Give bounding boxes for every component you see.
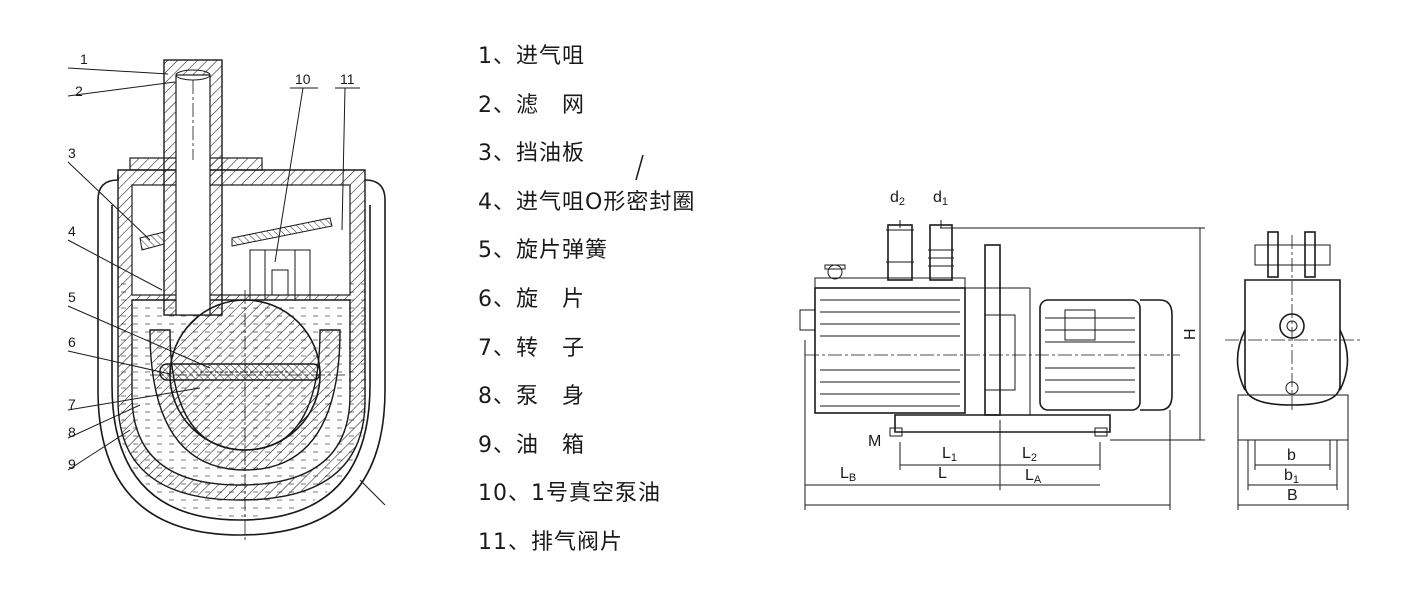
label-L: L [938,465,947,482]
callout-6: 6 [68,334,76,350]
label-LA: LA [1025,467,1042,486]
pump-side-view: d2 d1 H M L1 L2 L LB LA [799,189,1205,510]
pump-end-view: b b1 B [1225,231,1360,510]
outlet-pipe-d2 [887,224,913,281]
parts-list-item-6: 6、旋 片 [478,286,585,312]
callout-1: 1 [80,51,88,67]
parts-list-item-9: 9、油 箱 [478,432,585,458]
parts-list-item-3: 3、挡油板 [478,141,585,167]
label-d1: d1 [933,189,948,208]
pump-housing [814,287,966,414]
callout-3: 3 [68,145,76,161]
pump-section-view: 1 2 3 4 5 6 7 8 9 10 11 [67,51,386,540]
callout-8: 8 [68,424,76,440]
callout-11: 11 [340,71,355,87]
parts-list-item-8: 8、泵 身 [478,384,585,410]
callout-4: 4 [68,223,76,239]
label-B: B [1287,487,1298,504]
parts-list-item-4: 4、进气咀O形密封圈 [478,189,696,215]
parts-list-item-10: 10、1号真空泵油 [478,481,661,507]
base [894,414,1111,433]
label-L1: L1 [942,445,957,464]
parts-list-item-2: 2、滤 网 [478,92,585,118]
parts-list-item-11: 11、排气阀片 [478,529,623,555]
callout-10: 10 [295,71,311,87]
callout-9: 9 [68,456,76,472]
parts-list-item-5: 5、旋片弹簧 [478,238,608,264]
parts-list-item-7: 7、转 子 [478,335,585,361]
label-M: M [868,433,881,450]
parts-list: 1、进气咀 2、滤 网 3、挡油板 4、进气咀O形密封圈 5、旋片弹簧 6、旋 … [478,40,695,575]
label-LB: LB [840,465,856,484]
callout-5: 5 [68,289,76,305]
callout-7: 7 [68,396,76,412]
callout-2: 2 [75,83,83,99]
inlet-pipe-d1 [929,224,953,281]
parts-list-item-1: 1、进气咀 [478,44,585,69]
callout-numbers: 1 2 3 4 5 6 7 8 9 10 11 [68,51,355,472]
label-H: H [1182,328,1199,340]
oil-tank-inner-outline [111,205,371,521]
label-b1: b1 [1284,467,1299,486]
exhaust-valve-plate [231,217,333,247]
label-b: b [1287,447,1296,464]
callout-leaders [67,67,386,506]
label-L2: L2 [1022,445,1037,464]
label-d2: d2 [890,189,905,208]
